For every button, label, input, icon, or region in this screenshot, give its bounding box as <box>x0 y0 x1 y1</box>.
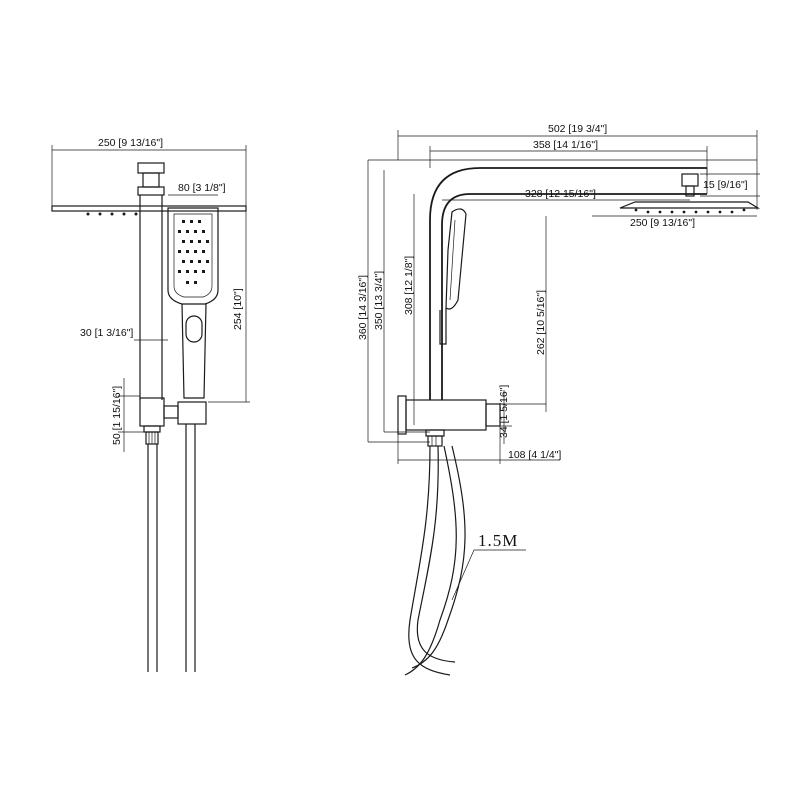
side-head-drop-label: 262 [10 5/16"] <box>535 290 547 355</box>
side-overall-height-label: 360 [14 3/16"] <box>357 275 369 340</box>
front-arm-connector <box>137 162 165 174</box>
side-shower-arm <box>429 167 707 400</box>
front-rain-head-nozzles <box>86 212 138 216</box>
side-handset <box>445 208 467 310</box>
side-arm-projection-label: 358 [14 1/16"] <box>533 139 598 151</box>
front-handset-head <box>167 207 219 305</box>
side-wall-bracket <box>405 399 487 431</box>
front-handset-holder <box>177 401 207 425</box>
side-overall-depth-label: 502 [19 3/4"] <box>548 123 607 135</box>
side-handset-clear-label: 308 [12 1/8"] <box>403 256 415 315</box>
side-arm-inner-label: 328 [12 15/16"] <box>525 188 596 200</box>
side-head-connector <box>681 173 699 187</box>
side-rain-head-nozzles <box>634 208 746 214</box>
side-wall-plate <box>397 395 407 435</box>
front-head-width-label: 250 [9 13/16"] <box>98 137 163 149</box>
side-rain-head <box>619 201 761 209</box>
side-bracket-depth-label: 108 [4 1/4"] <box>508 449 561 461</box>
front-handset-width-label: 80 [3 1/8"] <box>178 182 226 194</box>
front-handset-button <box>185 315 203 343</box>
side-rail-height-label: 350 [13 3/4"] <box>373 271 385 330</box>
front-handset-nozzles <box>178 220 209 284</box>
front-bracket-height-label: 50 [1 15/16"] <box>111 386 123 445</box>
side-outlet-height-label: 34 [1 5/16"] <box>498 385 510 438</box>
hose-length-label: 1.5M <box>478 531 518 550</box>
side-head-width-label: 250 [9 13/16"] <box>630 217 695 229</box>
side-view: 502 [19 3/4"] 358 [14 1/16"] 328 [12 15/… <box>357 123 761 676</box>
side-outlet <box>485 403 501 427</box>
front-wall-bracket <box>139 397 165 427</box>
side-head-thickness-label: 15 [9/16"] <box>703 179 748 191</box>
front-view: 250 [9 13/16"] 80 <box>51 137 250 672</box>
side-hose-nut <box>427 435 443 447</box>
front-handset-handle <box>181 303 207 399</box>
side-hose <box>408 445 451 676</box>
hose-length-leader <box>451 549 475 601</box>
front-handset-height-label: 254 [10"] <box>232 288 244 330</box>
front-rail-width-label: 30 [1 3/16"] <box>80 327 133 339</box>
